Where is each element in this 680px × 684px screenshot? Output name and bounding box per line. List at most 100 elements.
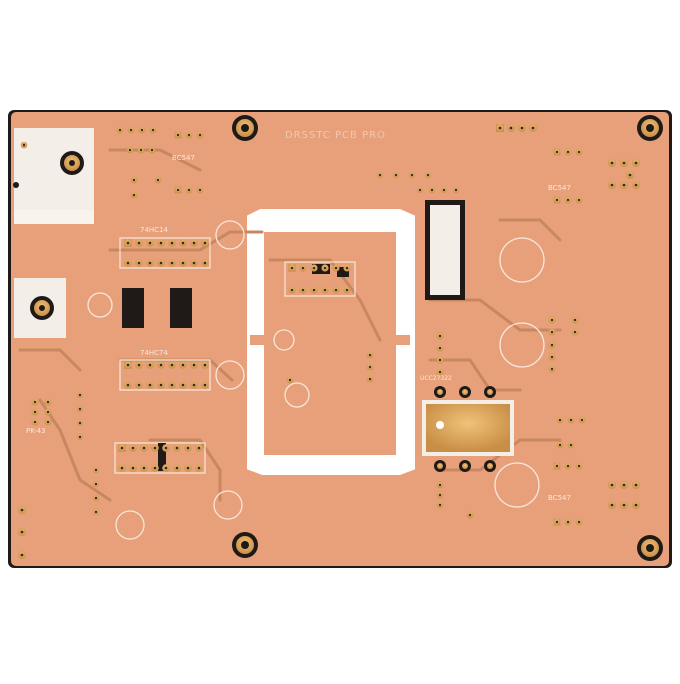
part-bc547-bottom: BC547: [548, 494, 571, 502]
heatsink-pad: [13, 128, 94, 338]
drill-hole: [410, 173, 414, 177]
drill-hole: [170, 241, 174, 245]
drill-hole: [555, 464, 559, 468]
drill-hole: [33, 410, 37, 414]
drill-hole: [634, 483, 638, 487]
drill-hole: [175, 466, 179, 470]
drill-hole: [20, 553, 24, 557]
drill-hole: [634, 503, 638, 507]
drill-hole: [132, 178, 136, 182]
drill-hole: [151, 128, 155, 132]
drill-hole: [170, 363, 174, 367]
drill-hole: [20, 508, 24, 512]
drill-hole: [378, 173, 382, 177]
drill-hole: [78, 421, 82, 425]
drill-hole: [148, 383, 152, 387]
drill-hole: [78, 407, 82, 411]
drill-hole: [118, 128, 122, 132]
drill-hole: [203, 261, 207, 265]
ic-footprints: [114, 200, 465, 474]
drill-hole: [181, 261, 185, 265]
drill-hole: [622, 483, 626, 487]
drill-hole: [33, 400, 37, 404]
drill-hole: [203, 241, 207, 245]
drill-hole: [192, 261, 196, 265]
drill-hole: [150, 148, 154, 152]
board-title: DRSSTC PCB PRO: [285, 130, 386, 141]
drill-hole: [345, 266, 349, 270]
drill-hole: [566, 520, 570, 524]
drill-hole: [368, 353, 372, 357]
drill-hole: [159, 261, 163, 265]
drill-hole: [438, 370, 442, 374]
drill-hole: [394, 173, 398, 177]
drill-hole: [181, 241, 185, 245]
drill-hole: [438, 346, 442, 350]
drill-hole: [131, 466, 135, 470]
drill-hole: [368, 365, 372, 369]
drill-hole: [569, 443, 573, 447]
drill-hole: [142, 446, 146, 450]
drill-hole: [20, 530, 24, 534]
drill-hole: [186, 446, 190, 450]
drill-hole: [531, 126, 535, 130]
drill-hole: [290, 288, 294, 292]
drill-hole: [555, 150, 559, 154]
drill-hole: [170, 261, 174, 265]
drill-hole: [170, 383, 174, 387]
drill-hole: [426, 173, 430, 177]
drill-hole: [78, 393, 82, 397]
drill-hole: [33, 420, 37, 424]
drill-hole: [94, 468, 98, 472]
drill-hole: [442, 188, 446, 192]
drill-hole: [610, 503, 614, 507]
drill-hole: [94, 482, 98, 486]
drill-hole: [334, 288, 338, 292]
drill-hole: [550, 330, 554, 334]
mounting-holes: [232, 115, 663, 561]
silkscreen-labels: DRSSTC PCB PRO BC547 BC547 BC547 74HC14 …: [26, 130, 571, 502]
drill-hole: [438, 503, 442, 507]
drill-hole: [176, 188, 180, 192]
drill-hole: [345, 288, 349, 292]
drill-hole: [132, 193, 136, 197]
drill-hole: [46, 400, 50, 404]
drill-hole: [198, 188, 202, 192]
drill-hole: [438, 493, 442, 497]
drill-hole: [129, 128, 133, 132]
drill-hole: [468, 513, 472, 517]
drill-hole: [120, 466, 124, 470]
drill-hole: [610, 483, 614, 487]
drill-hole: [577, 520, 581, 524]
drill-hole: [192, 383, 196, 387]
drill-hole: [137, 363, 141, 367]
drill-hole: [566, 150, 570, 154]
drill-hole: [622, 183, 626, 187]
drill-hole: [577, 198, 581, 202]
drill-hole: [577, 150, 581, 154]
drill-hole: [153, 446, 157, 450]
capacitor-outlines: [87, 220, 545, 540]
drill-hole: [126, 261, 130, 265]
drill-hole: [555, 520, 559, 524]
drill-hole: [438, 358, 442, 362]
drill-hole: [301, 266, 305, 270]
drill-hole: [126, 383, 130, 387]
drill-hole: [46, 410, 50, 414]
drill-hole: [137, 241, 141, 245]
drill-hole: [368, 377, 372, 381]
drill-hole: [148, 241, 152, 245]
drill-hole: [550, 343, 554, 347]
drill-hole: [454, 188, 458, 192]
drill-hole: [558, 418, 562, 422]
drill-hole: [192, 241, 196, 245]
drill-hole: [323, 288, 327, 292]
part-74hc74: 74HC74: [140, 349, 169, 357]
drill-hole: [148, 261, 152, 265]
drill-hole: [126, 241, 130, 245]
drill-hole: [140, 128, 144, 132]
drill-hole: [94, 510, 98, 514]
drill-hole: [197, 466, 201, 470]
